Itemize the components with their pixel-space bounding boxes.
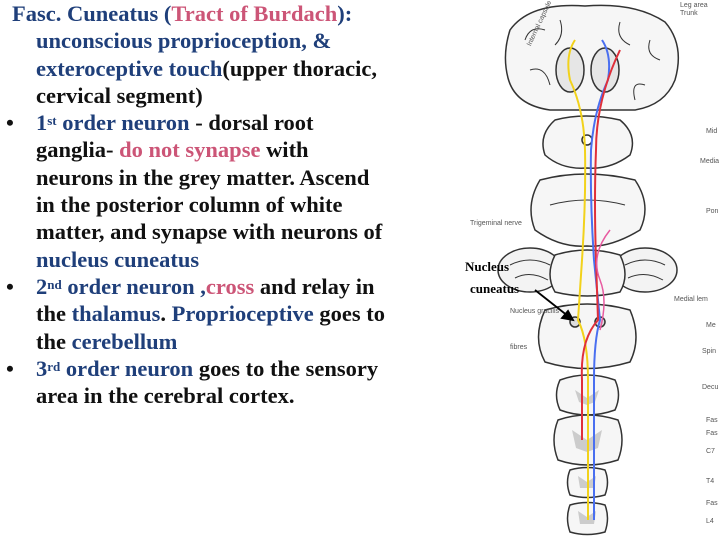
pathway-illustration [497, 4, 680, 536]
bullet-marker: • [6, 110, 14, 136]
the-text: the [36, 301, 72, 327]
bullet-marker: • [6, 273, 14, 299]
label-medial-lemniscus: Medial lem [674, 296, 708, 303]
do-not-synapse: do not synapse [119, 137, 261, 163]
ordinal: 2 [36, 273, 48, 299]
nucleus-pointer [534, 289, 575, 322]
cerebrum-section [504, 4, 680, 111]
label-medial: Media [700, 158, 720, 165]
label-c7: C7 [706, 448, 715, 455]
ordinal: 1 [36, 110, 48, 136]
cerebellum-text: cerebellum [71, 328, 178, 354]
cerebellum-section [497, 247, 678, 293]
bullet-1-line-2: ganglia- do not synapse with [0, 136, 470, 163]
bullet-1-line-6: nucleus cuneatus [36, 246, 200, 272]
second-order-neuron: order neuron , [61, 273, 206, 299]
title-tract-of-burdach: Tract of Burdach [171, 1, 338, 26]
bullet-2-line-2: the thalamus. Proprioceptive goes to [0, 300, 470, 327]
exteroceptive-touch: exteroceptive touch [36, 55, 223, 81]
cross-text: cross [205, 273, 255, 299]
dorsal-root: - dorsal root [189, 110, 314, 136]
nucleus-label-line-2: cuneatus [470, 281, 520, 296]
ordinal-suffix: rd [47, 358, 61, 374]
label-decussation: Decu [702, 384, 719, 391]
bullet-3-line-2: area in the cerebral cortex. [36, 383, 295, 409]
ganglia-text: ganglia- [36, 137, 120, 163]
bullet-1-line-3: neurons in the grey matter. Ascend [36, 164, 370, 190]
label-leg-area: Leg area [680, 2, 708, 9]
sensory-text: goes to the sensory [193, 355, 379, 381]
label-trigeminal-nerve: Trigeminal nerve [470, 220, 522, 227]
label-fas-2: Fas [706, 430, 718, 437]
bullet-marker: • [6, 355, 14, 381]
label-fibres: fibres [510, 344, 528, 351]
label-mid: Mid [706, 128, 718, 135]
the-text: the [36, 328, 72, 354]
nucleus-label-line-1: Nucleus [465, 259, 510, 274]
pathway-tracts [567, 39, 621, 520]
title-line-1: Fasc. Cuneatus (Tract of Burdach): [0, 0, 470, 27]
bullet-1-line-5: matter, and synapse with neurons of [36, 219, 383, 245]
label-fas-3: Fas [706, 500, 718, 507]
title-line-3: exteroceptive touch(upper thoracic, [0, 55, 470, 82]
bullet-2-line-3: the cerebellum [0, 328, 470, 355]
midbrain-section [542, 115, 634, 169]
thalamus-text: thalamus [71, 301, 161, 327]
title-line-4: cervical segment) [36, 82, 203, 108]
pons-section [530, 173, 646, 247]
ordinal-suffix: nd [47, 276, 62, 292]
bullet-1-line-1: • 1st order neuron - dorsal root [0, 109, 470, 136]
label-l4: L4 [706, 518, 714, 525]
pathway-diagram: Nucleus cuneatus Leg area Trunk Mid Medi… [465, 0, 720, 540]
goes-to-text: goes to [313, 301, 385, 327]
relay-text: and relay in [254, 273, 375, 299]
label-fas-1: Fas [706, 417, 718, 424]
with-text: with [260, 137, 309, 163]
title-paren-close: ): [337, 1, 353, 26]
third-order-neuron: order neuron [60, 355, 194, 381]
label-spinal: Spin [702, 348, 717, 355]
label-nucleus-gracilis: Nucleus gracilis [510, 308, 560, 315]
bullet-3-line-1: • 3rd order neuron goes to the sensory [0, 355, 470, 382]
ordinal: 3 [36, 355, 48, 381]
bullet-1-line-4: in the posterior column of white [36, 192, 343, 218]
title-line-2: unconscious proprioception, & [36, 28, 332, 54]
proprioceptive-text: Proprioceptive [171, 301, 314, 327]
label-trunk: Trunk [680, 10, 698, 17]
period-text: . [160, 301, 172, 327]
title-fasc-cuneatus: Fasc. Cuneatus [12, 1, 159, 26]
medulla-upper-section [549, 249, 626, 297]
label-medulla: Me [706, 322, 716, 329]
title-paren-open: ( [163, 1, 172, 26]
label-pons: Pon [706, 208, 719, 215]
upper-thoracic: (upper thoracic, [222, 55, 377, 81]
first-order-neuron: order neuron [56, 110, 190, 136]
text-content: Fasc. Cuneatus (Tract of Burdach): uncon… [0, 0, 470, 409]
ordinal-suffix: st [47, 113, 57, 129]
label-t4: T4 [706, 478, 715, 485]
bullet-2-line-1: • 2nd order neuron ,cross and relay in [0, 273, 470, 300]
